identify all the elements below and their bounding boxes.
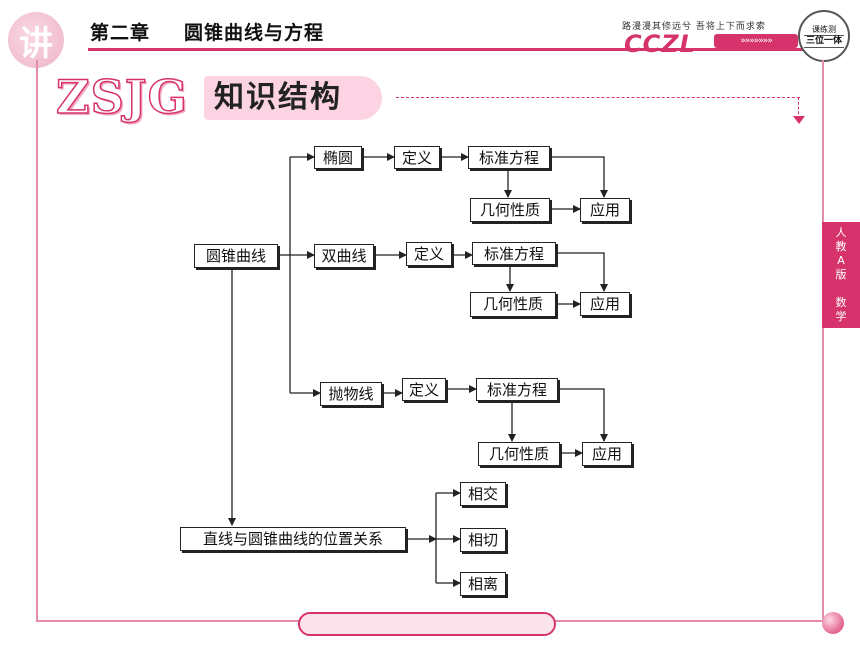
side-tab-char: 人	[835, 226, 847, 239]
hyperbola-prop-box: 几何性质	[470, 292, 556, 317]
ellipse-box: 椭圆	[314, 146, 362, 169]
section-title: 知识结构	[204, 76, 382, 120]
footer-pill	[298, 612, 556, 636]
parabola-prop-box: 几何性质	[478, 442, 560, 466]
side-tab-char: 学	[835, 310, 847, 323]
hyperbola-eq-to-app	[556, 252, 608, 292]
banner-dash-arrow	[793, 116, 805, 124]
chapter-number: 第二章	[90, 22, 151, 44]
motto: 路漫漫其修远兮 吾将上下而求索	[622, 22, 766, 32]
ellipse-prop-box: 几何性质	[470, 198, 550, 222]
seal-logo: 课练测 三位一体	[798, 10, 850, 62]
seal-main: 三位一体	[803, 35, 844, 48]
side-tab-char: 教	[835, 240, 847, 253]
root-box: 圆锥曲线	[194, 244, 278, 268]
ellipse-def-box: 定义	[394, 146, 440, 169]
brand-arrows: »»»»»»»	[714, 34, 798, 48]
chapter-title: 圆锥曲线与方程	[184, 22, 325, 44]
hyperbola-eq-box: 标准方程	[472, 242, 556, 265]
frame-right	[822, 60, 824, 620]
separate-box: 相离	[460, 572, 506, 596]
hyperbola-app-box: 应用	[580, 292, 630, 316]
parabola-app-box: 应用	[582, 442, 632, 466]
side-tab[interactable]: 人 教 A 版 数 学	[822, 222, 860, 328]
ellipse-eq-box: 标准方程	[468, 146, 550, 169]
parabola-eq-box: 标准方程	[476, 378, 558, 401]
parabola-box: 抛物线	[320, 382, 382, 406]
header-divider	[88, 48, 808, 51]
chapter-heading: 第二章 圆锥曲线与方程	[90, 18, 324, 45]
banner-dash-line	[396, 97, 800, 98]
tangent-box: 相切	[460, 528, 506, 552]
logo-jiang: 讲	[8, 12, 64, 68]
parabola-eq-to-app	[558, 388, 608, 442]
hyperbola-def-box: 定义	[406, 242, 452, 266]
frame-left	[36, 60, 38, 620]
corner-ball	[822, 612, 844, 634]
section-code: ZSJG	[55, 69, 188, 125]
ellipse-eq-to-app	[550, 156, 608, 198]
hyperbola-box: 双曲线	[314, 244, 374, 268]
ellipse-app-box: 应用	[580, 198, 630, 222]
banner-dash-drop	[798, 97, 799, 119]
side-tab-char: A	[837, 254, 845, 267]
intersect-box: 相交	[460, 482, 506, 506]
position-box: 直线与圆锥曲线的位置关系	[180, 527, 406, 551]
parabola-def-box: 定义	[402, 378, 446, 401]
side-tab-char: 数	[835, 296, 847, 309]
brand-logo: CCZL	[624, 30, 696, 58]
seal-top: 课练测	[812, 25, 836, 34]
side-tab-char: 版	[835, 268, 847, 281]
